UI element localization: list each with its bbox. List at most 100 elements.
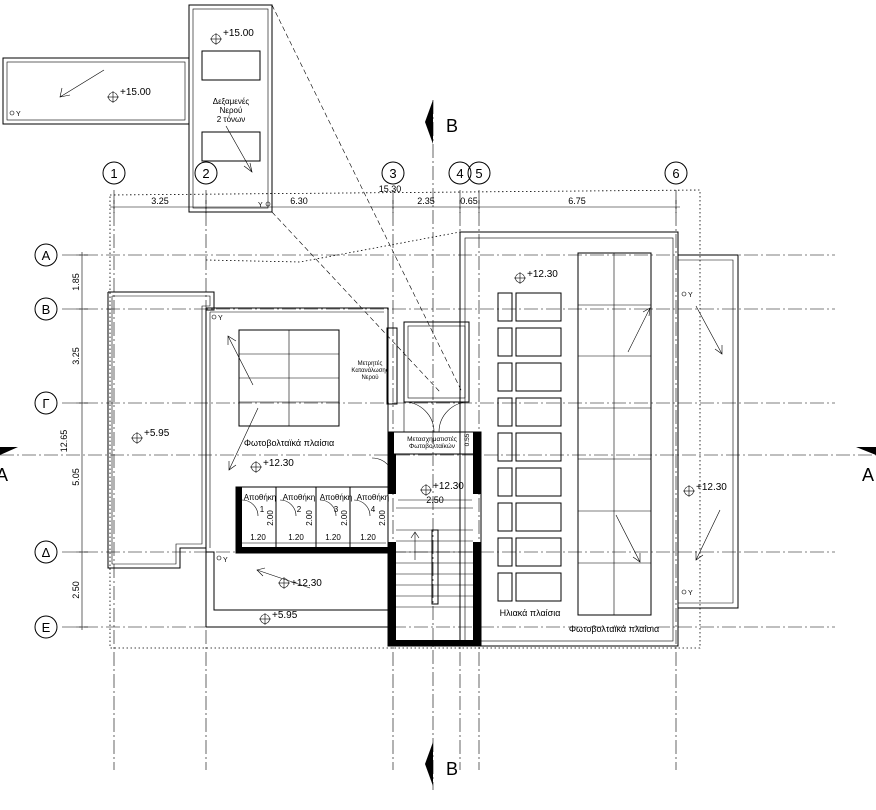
row-label-b: Β [42,302,51,317]
drain-icon [265,201,271,207]
storage-depth-4: 2.00 [378,510,387,526]
storage-number-1: 1 [260,505,265,514]
left-low-roof: +5.95 [107,291,215,569]
top-slab-outer [2,57,190,125]
column-bubble-1 [102,161,126,185]
column-bubble-2 [194,161,218,185]
dim-v-3: 5.05 [71,468,81,486]
drain-icon [681,291,687,297]
tanks-label-1: Δεξαμενές [213,97,250,106]
dim-h-3: 2.35 [417,196,435,206]
small-dim-label: 0.55 [464,433,471,446]
storage-label-2: Αποθήκη [283,493,316,502]
storage-dim-1: 1.20 [250,533,266,542]
level-mid-roof: +12.30 [263,458,294,469]
section-markers: Β Β Α Α [0,100,876,786]
tank-2 [201,131,261,162]
solar-panels-label: Ηλιακά πλαίσια [500,608,561,618]
column-bubble-6 [664,161,688,185]
storage-door-swing-2 [279,499,297,517]
column-label-4: 4 [456,166,463,181]
column-label-5: 5 [475,166,482,181]
storage-number-3: 3 [334,505,339,514]
storage-depth-1: 2.00 [266,510,275,526]
door-swing-right [438,401,470,433]
storage-label-3: Αποθήκη [320,493,353,502]
transformer-label-2: Φωτοβολταϊκών [409,442,455,450]
storage-door-swing-4 [353,499,371,517]
drain-label: Υ [16,111,21,118]
tank-enclosure-outer [188,4,273,213]
stair-width-label: 2.50 [426,495,444,505]
top-slab-inner [6,61,186,121]
stair-door-swing [371,457,395,481]
dim-h-2: 6.30 [290,196,308,206]
transformer-room: Μετασχηματιστές Φωτοβολταϊκών 0.55 [387,431,482,455]
drain-label: Υ [223,557,228,564]
row-label-d: Δ [42,545,51,560]
vertical-dimensions: 12.65 1.85 3.25 5.05 2.50 [59,252,88,630]
outer-outline [109,189,701,649]
tank-enclosure: +15.00 Δεξαμενές Νερού 2 τόνων Υ [188,4,273,213]
right-side-roof: Υ Υ +12.30 [678,254,739,609]
column-bubble-3 [381,161,405,185]
storage-dim-2: 1.20 [288,533,304,542]
section-a-left-label: Α [0,465,8,485]
dim-h-5: 6.75 [568,196,586,206]
section-b-top-label: Β [446,116,458,136]
tanks-label-2: Νερού [220,106,243,115]
level-right-roof-top: +12.30 [527,269,558,280]
section-a-right-arrow-icon [856,447,876,455]
drain-icon [681,589,687,595]
drain-label: Υ [258,202,263,209]
storage-depth-2: 2.00 [305,510,314,526]
row-label-g: Γ [42,396,49,411]
drain-icon [216,555,222,561]
right-roof: +12.30 Ηλιακά πλαίσια Φωτοβολταϊκ [459,231,679,647]
horizontal-dimensions: 15.30 3.25 6.30 2.35 0.65 6.75 [110,184,680,213]
row-label-a: Α [42,248,51,263]
section-a-left-arrow-icon [0,447,18,455]
column-bubbles: 1 2 3 4 5 6 [102,161,688,185]
shaft [403,321,470,433]
row-bubble-d [34,540,58,564]
storage-label-4: Αποθήκη [357,493,390,502]
dim-h-1: 3.25 [151,196,169,206]
dim-v-4: 2.50 [71,581,81,599]
dim-v-1: 1.85 [71,273,81,291]
pv-array-right [577,252,652,616]
transformer-label-1: Μετασχηματιστές [407,435,457,443]
tank-1 [201,50,261,81]
level-lower-roof: +12.30 [291,578,322,589]
drain-label: Υ [218,315,223,322]
section-b-top-arrow-icon [425,100,433,144]
lower-roof: Υ +12.30 +5.95 [205,551,388,628]
row-bubble-a [34,243,58,267]
water-meters [386,327,398,405]
row-bubbles: Α Β Γ Δ Ε [34,243,58,639]
storage-label-1: Αποθήκη [244,493,277,502]
storage-number-2: 2 [297,505,302,514]
column-label-6: 6 [672,166,679,181]
stair-treads [396,507,473,608]
slope-outline [205,231,461,263]
water-meters-label-2: Κατανάλωσης [351,367,388,374]
column-label-3: 3 [389,166,396,181]
drain-label: Υ [688,590,693,597]
storage-door-swing-3 [319,499,337,517]
pv-panels-right-label: Φωτοβολταϊκά πλαίσια [569,624,659,634]
storage-depth-3: 2.00 [340,510,349,526]
row-grid-lines [62,254,835,628]
section-b-bottom-arrow-icon [425,742,433,786]
level-bottom-low: +5.95 [272,610,298,621]
storage-number-4: 4 [371,505,376,514]
section-a-right-label: Α [862,465,874,485]
storage-door-swing-1 [241,499,259,517]
section-b-bottom-label: Β [446,759,458,779]
level-stair-roof: +12.30 [433,481,464,492]
storage-rooms: Αποθήκη Αποθήκη Αποθήκη Αποθήκη 1 2 3 4 … [235,486,390,554]
column-bubble-4 [448,161,472,185]
dim-h-4: 0.65 [460,196,478,206]
row-bubble-b [34,297,58,321]
row-bubble-g [34,391,58,415]
